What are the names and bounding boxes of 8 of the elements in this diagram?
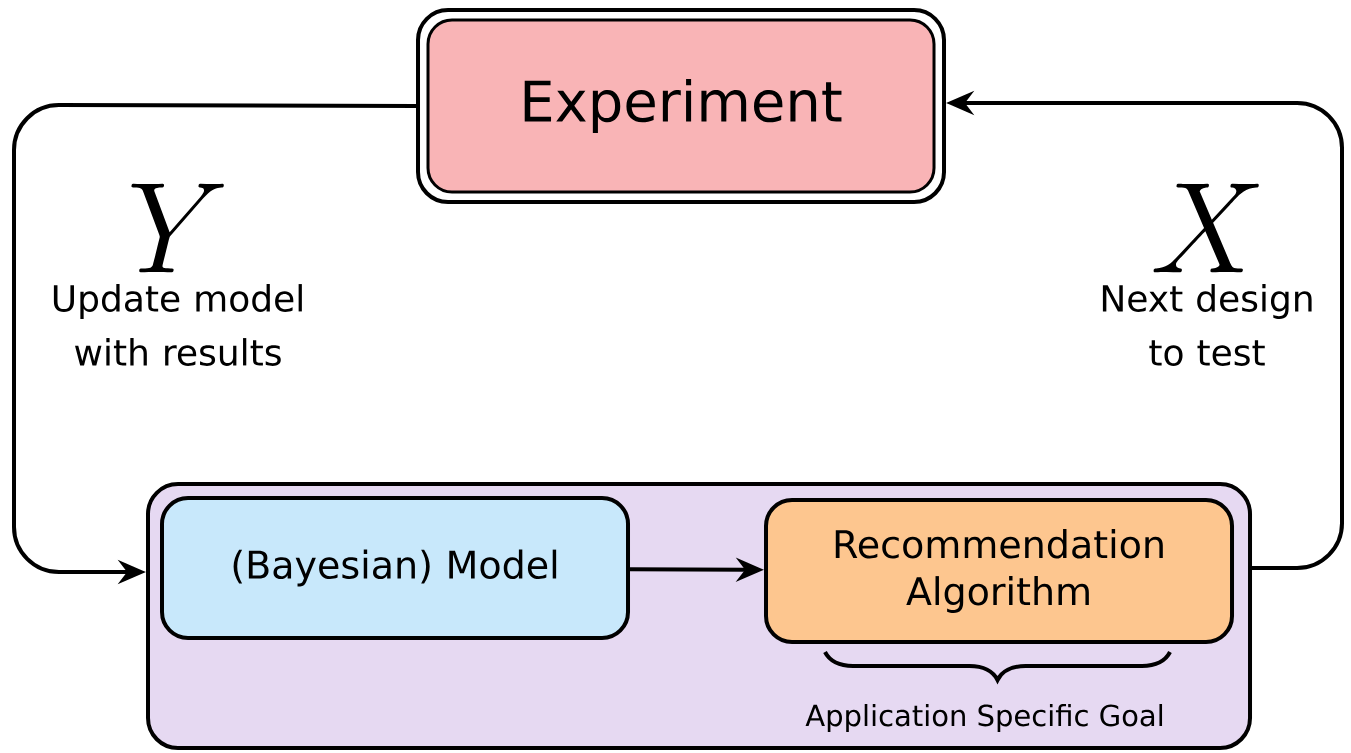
variable-label: $X$	[1153, 183, 1259, 273]
process-box: Experiment	[416, 8, 946, 204]
variable-label: $Y$	[131, 183, 224, 273]
process-box: (Bayesian) Model	[160, 496, 630, 640]
annotation-text: Update model with results	[53, 284, 302, 366]
annotation-text: Application Specific Goal	[805, 703, 1163, 733]
annotation-text: Next design to test	[1102, 284, 1312, 366]
process-box: Recommendation Algorithm	[764, 498, 1234, 644]
